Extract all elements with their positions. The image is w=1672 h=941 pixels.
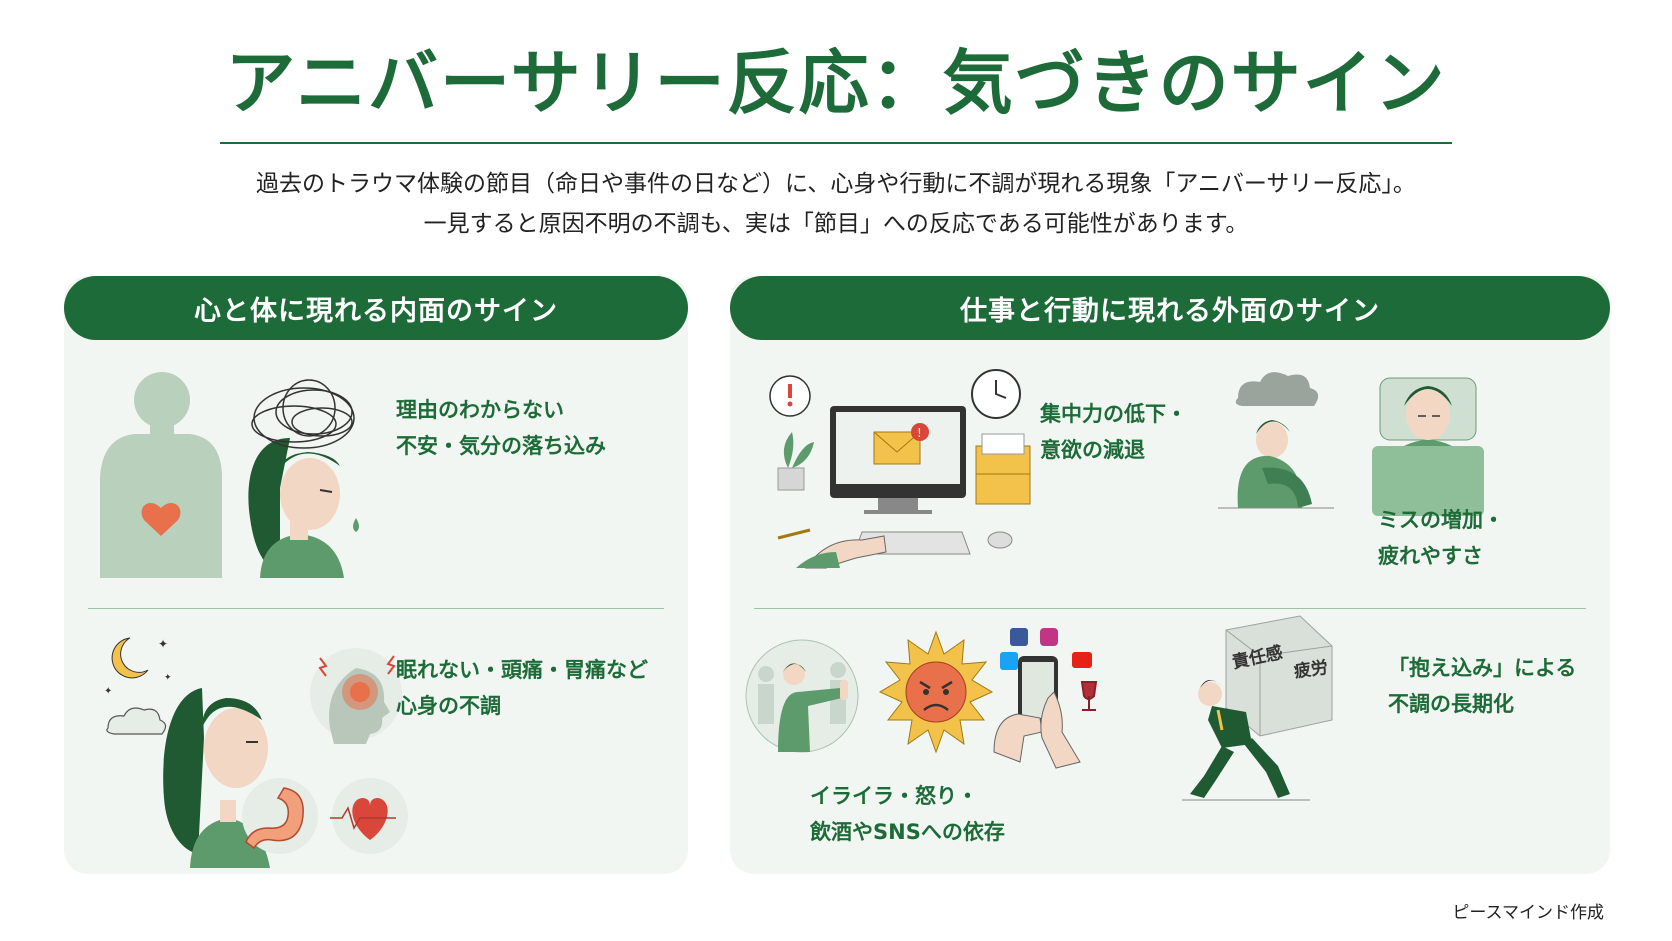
burden-cube-icon [1225,615,1333,737]
facebook-icon [1010,628,1028,646]
inner-signs-heading: 心と体に現れる内面のサイン [64,276,688,340]
sleeping-person-icon [1372,377,1484,516]
physical-symptoms-illustration: ✦ ✦ ✦ [104,637,408,868]
intro-line-1: 過去のトラウマ体験の節目（命日や事件の日など）に、心身や行動に不調が現れる現象「… [256,171,1416,197]
svg-text:✦: ✦ [158,637,168,651]
monitor-icon: ! [830,406,966,514]
moon-icon: ✦ ✦ ✦ [104,637,172,697]
outer-sign-focus-line2: 意欲の減退 [1040,438,1145,462]
svg-text:✦: ✦ [104,686,112,697]
headache-icon [310,648,402,744]
plant-icon [777,432,814,491]
clock-icon [971,369,1021,419]
outer-sign-fatigue-line1: ミスの増加・ [1378,508,1504,532]
instagram-icon [1040,628,1058,646]
svg-text:✦: ✦ [164,673,172,683]
credit: ピースマインド作成 [1452,903,1604,923]
stomach-icon [242,778,318,854]
intro-line-2: 一見すると原因不明の不調も、実は「節目」への反応である可能性があります。 [423,211,1249,237]
outer-sign-fatigue-line2: 疲れやすさ [1378,544,1483,568]
outer-sign-irritation-label: イライラ・怒り・ 飲酒やSNSへの依存 [810,778,1005,850]
outer-sign-fatigue-label: ミスの増加・ 疲れやすさ [1378,502,1504,574]
mouse-icon [987,531,1013,549]
irritation-illustration [745,628,1098,769]
svg-text:!: ! [917,426,922,440]
document-tray-icon [975,433,1031,505]
pencil-icon [777,528,811,540]
inner-sign-anxiety-line1: 理由のわからない [396,398,564,422]
outer-signs-panel: 仕事と行動に現れる外面のサイン ! [730,276,1610,874]
inner-sign-physical-line2: 心身の不調 [396,694,501,718]
outer-sign-burden-label: 「抱え込み」による 不調の長期化 [1388,650,1576,722]
heart-organ-icon [330,778,408,854]
outer-sign-burden-line1: 「抱え込み」による [1388,656,1577,680]
outer-sign-burden-line2: 不調の長期化 [1388,692,1514,716]
inner-signs-panel: 心と体に現れる内面のサイン 理由のわからない [64,276,688,874]
inner-sign-anxiety-label: 理由のわからない 不安・気分の落ち込み [396,392,606,464]
rain-cloud-icon [1235,372,1319,406]
cloud-icon [106,707,167,735]
inner-sign-anxiety-line2: 不安・気分の落ち込み [396,434,606,458]
fatigue-illustration [1218,372,1484,516]
worried-woman-icon [248,379,359,578]
title-underline [220,142,1452,144]
outer-sign-focus-label: 集中力の低下・ 意欲の減退 [1040,396,1187,468]
video-icon [1072,652,1092,668]
desk-computer-illustration: ! [769,369,1031,569]
outer-signs-divider [754,608,1586,609]
alert-bubble-icon [769,375,811,417]
twitter-icon [1000,652,1018,670]
angry-sun-icon [878,630,994,754]
outer-signs-heading: 仕事と行動に現れる外面のサイン [730,276,1610,340]
inner-sign-physical-label: 眠れない・頭痛・胃痛など 心身の不調 [396,652,648,724]
page-title: アニバーサリー反応：気づきのサイン [225,42,1447,124]
wine-glass-icon [1080,681,1098,711]
sitting-person-icon [1218,420,1334,509]
outer-sign-focus-line1: 集中力の低下・ [1040,402,1187,426]
smartphone-social-icon [993,628,1098,769]
burden-illustration [1182,615,1333,801]
carrying-man-icon [1182,680,1310,801]
outer-sign-irritation-line1: イライラ・怒り・ [810,784,978,808]
burden-label-right: 疲労 [1292,657,1330,683]
inner-sign-physical-line1: 眠れない・頭痛・胃痛など [396,658,648,682]
body-silhouette-icon [100,372,222,578]
pushing-away-icon [745,639,859,753]
anxiety-illustration [100,372,359,578]
inner-signs-divider [88,608,664,609]
outer-sign-irritation-line2: 飲酒やSNSへの依存 [810,820,1005,844]
